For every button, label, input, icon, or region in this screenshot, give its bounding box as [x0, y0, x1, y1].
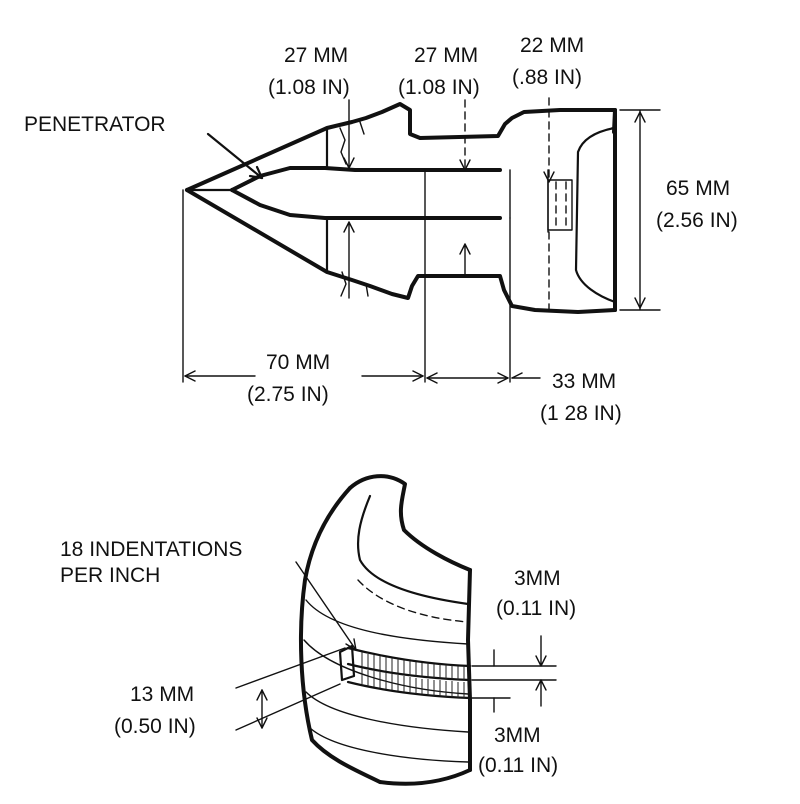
- band-outer-left: [298, 486, 382, 784]
- groove1-arrow-up: [343, 221, 355, 299]
- band-layer-1: [305, 599, 469, 645]
- diameter-in-label: (2.56 IN): [656, 209, 738, 232]
- groove1-in-label: (1.08 IN): [268, 76, 350, 99]
- top-strip-mm-label: 3MM: [514, 567, 561, 590]
- penetrator-nose-lower: [230, 188, 502, 220]
- band-section: [298, 474, 472, 786]
- length-dims: [182, 189, 541, 384]
- width-arrows: [256, 689, 268, 729]
- indent-leader: [295, 561, 357, 651]
- groove-dims: [343, 97, 555, 313]
- band-hidden-line: [357, 579, 469, 623]
- groove1-arrow-down: [343, 157, 355, 169]
- band-inner-curve: [356, 494, 470, 606]
- top-strip-in-label: (0.11 IN): [496, 597, 576, 620]
- band-outer-top: [348, 474, 472, 572]
- indent-label-line2: PER INCH: [60, 564, 160, 587]
- band-outer-right: [466, 568, 472, 772]
- projectile-outline: [185, 102, 617, 314]
- front-in-label: (2.75 IN): [247, 383, 329, 406]
- groove2-mm-label: 27 MM: [414, 44, 478, 67]
- width-in-label: (0.50 IN): [114, 715, 196, 738]
- width-mm-label: 13 MM: [130, 683, 194, 706]
- diameter-arrows: [634, 111, 646, 309]
- indent-label-line1: 18 INDENTATIONS: [60, 538, 242, 561]
- penetrator-leader: [206, 132, 264, 180]
- band-strip-bottom: [346, 680, 472, 700]
- diameter-ext-lines: [619, 109, 661, 311]
- top-strip-dim: [535, 635, 547, 667]
- band-layer-4: [309, 727, 469, 763]
- penetrator-leader-arrow: [248, 165, 264, 180]
- band-end-block: [338, 644, 356, 682]
- band-layer-2: [303, 639, 469, 695]
- diameter-mm-label: 65 MM: [666, 177, 730, 200]
- bottom-strip-dim: [535, 679, 547, 707]
- penetrator-label: PENETRATOR: [24, 113, 166, 136]
- bottom-strip-mm-label: 3MM: [494, 724, 541, 747]
- front-mm-label: 70 MM: [266, 351, 330, 374]
- base-plug-dash: [555, 181, 567, 229]
- base-arrow-down: [543, 171, 555, 183]
- diameter-dim: [619, 109, 661, 311]
- width-ext-lines: [235, 647, 346, 731]
- strip-ext-lines: [471, 665, 557, 699]
- band-strip-top: [346, 646, 472, 668]
- penetrator-nose: [230, 166, 502, 192]
- sabot-texture-lower: [340, 271, 369, 297]
- base-plug: [547, 179, 573, 231]
- penetrator-section: [424, 169, 549, 233]
- band-outer-bottom: [378, 768, 472, 786]
- rear-recess: [574, 126, 617, 304]
- band-dims: [235, 561, 557, 731]
- groove2-arrow-up: [459, 243, 471, 277]
- length-ext-lines: [182, 189, 511, 383]
- bottom-strip-in-label: (0.11 IN): [478, 754, 558, 777]
- front-length-arrows: [184, 370, 424, 382]
- projectile-lower-contour: [185, 188, 617, 314]
- rear-mm-label: 33 MM: [552, 370, 616, 393]
- groove1-mm-label: 27 MM: [284, 44, 348, 67]
- rear-length-arrows: [426, 372, 523, 384]
- band-strip-mid: [346, 662, 472, 682]
- base-mm-label: 22 MM: [520, 34, 584, 57]
- groove2-in-label: (1.08 IN): [398, 76, 480, 99]
- projectile-upper-contour: [185, 102, 617, 192]
- indent-leader-arrow: [345, 638, 357, 651]
- band-layer-3: [305, 691, 469, 733]
- base-in-label: (.88 IN): [512, 66, 582, 89]
- groove2-arrow-down: [459, 159, 471, 171]
- rear-in-label: (1 28 IN): [540, 402, 622, 425]
- indentation-hatching: [361, 652, 465, 698]
